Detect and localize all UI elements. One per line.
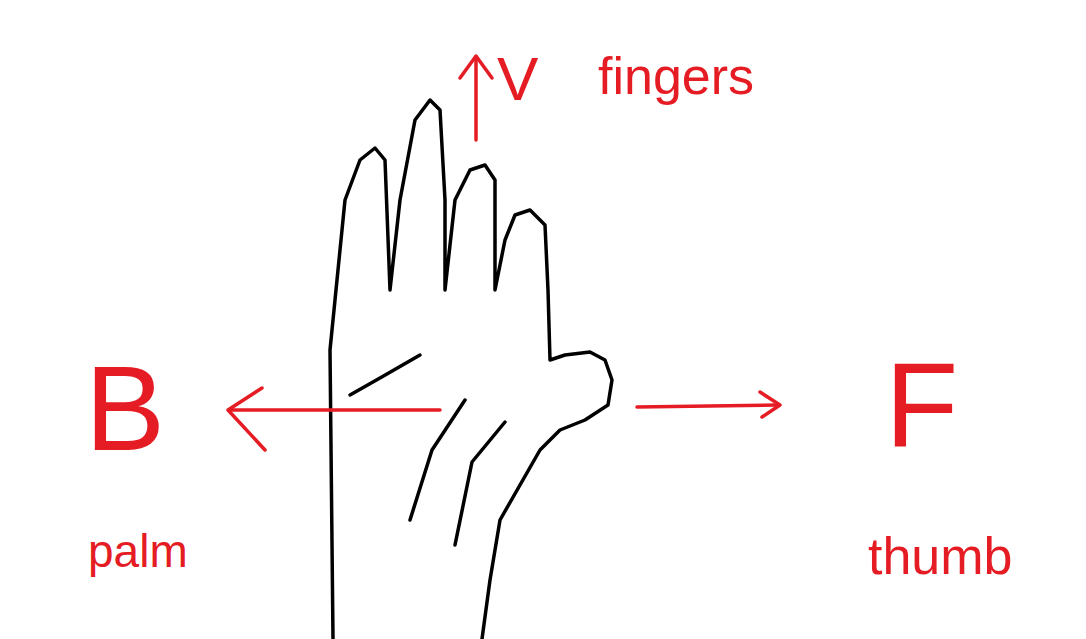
velocity-arrow xyxy=(474,58,478,140)
arrow-head xyxy=(760,392,780,417)
vector-label: F xyxy=(885,345,958,465)
force-arrow xyxy=(637,405,778,407)
field-arrow xyxy=(230,408,440,412)
annotation-text: fingers xyxy=(598,50,754,102)
arrow-head xyxy=(228,388,265,450)
vector-label: B xyxy=(85,348,165,468)
annotation-text: palm xyxy=(88,528,188,574)
hand-outline xyxy=(330,100,612,639)
annotation-text: thumb xyxy=(868,530,1013,582)
arrow-head xyxy=(460,56,492,78)
palm-line xyxy=(350,355,420,395)
palm-line xyxy=(410,400,465,520)
palm-line xyxy=(455,422,505,545)
vector-label: V xyxy=(497,48,538,110)
